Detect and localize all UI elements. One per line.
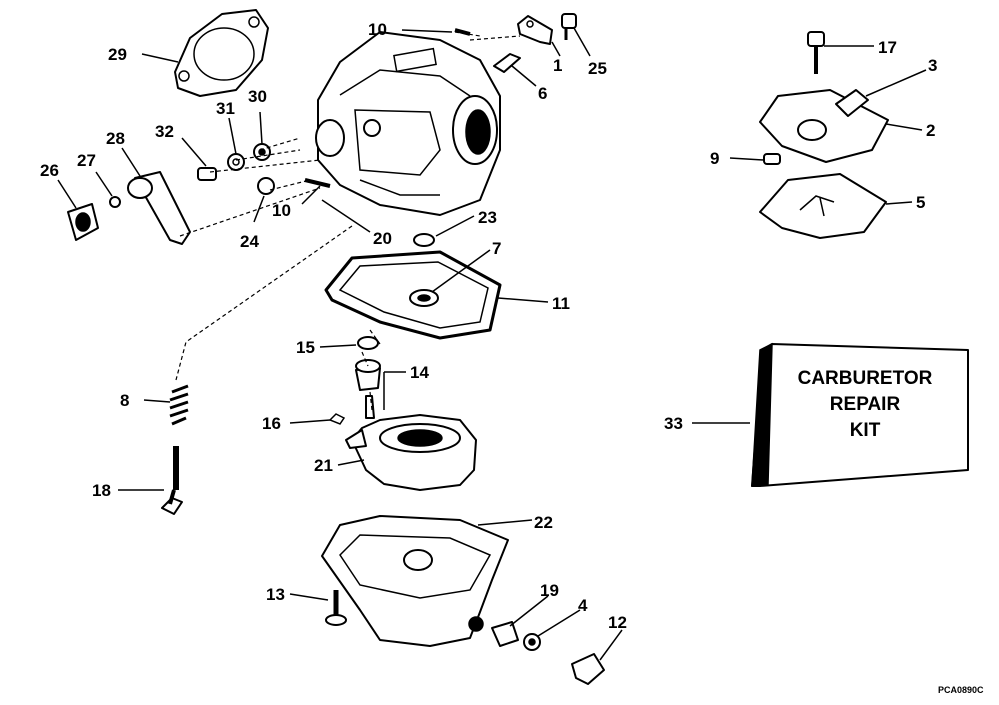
callout-29: 29: [108, 45, 127, 64]
callout-32: 32: [155, 122, 174, 141]
callout-3: 3: [928, 56, 937, 75]
callout-17: 17: [878, 38, 897, 57]
kit-label-line-1: CARBURETOR: [798, 368, 933, 389]
part-30-nut: [253, 143, 271, 161]
part-31-washer: [227, 153, 245, 171]
callout-2: 2: [926, 121, 935, 140]
part-27-ring: [109, 196, 121, 208]
part-14-needle-seat: [355, 359, 381, 419]
part-9-plug: [763, 153, 781, 165]
part-25-screw: [561, 13, 577, 40]
kit-label-line-3: KIT: [850, 420, 881, 441]
callout-4: 4: [578, 596, 588, 615]
drawing-code: PCA0890C: [938, 685, 984, 695]
kit-label-line-2: REPAIR: [830, 394, 901, 415]
callout-20: 20: [373, 229, 392, 248]
part-1-bracket: [517, 15, 553, 45]
part-13-screw: [325, 590, 347, 626]
part-22-float-bowl: [321, 515, 509, 647]
callout-15: 15: [296, 338, 315, 357]
part-19-plug: [491, 621, 519, 647]
callout-25: 25: [588, 59, 607, 78]
callout-33: 33: [664, 414, 683, 433]
callout-26: 26: [40, 161, 59, 180]
callout-1: 1: [553, 56, 562, 75]
part-10-pin-lower: [304, 178, 331, 188]
callout-21: 21: [314, 456, 333, 475]
part-32-screw: [197, 167, 217, 181]
part-15-washer: [357, 336, 379, 350]
callout-11: 11: [552, 294, 570, 313]
callout-23: 23: [478, 208, 497, 227]
part-23-plug: [413, 233, 435, 247]
callout-10b: 10: [272, 201, 291, 220]
callout-30: 30: [248, 87, 267, 106]
callout-31: 31: [216, 99, 235, 118]
part-16-pin: [328, 413, 346, 425]
callout-24: 24: [240, 232, 259, 251]
callout-6: 6: [538, 84, 547, 103]
part-3-fitting: [835, 89, 869, 117]
callout-labels: 10 1 25 6 29 31 30 32 28 27 26 10 24 20 …: [40, 20, 937, 632]
part-8-spring: [169, 384, 189, 426]
part-24-retainer: [257, 177, 275, 195]
part-18-idle-screw: [161, 446, 183, 515]
part-4-washer: [523, 633, 541, 651]
callout-18: 18: [92, 481, 111, 500]
part-29-flange-gasket: [174, 9, 269, 97]
callout-19: 19: [540, 581, 559, 600]
callout-10a: 10: [368, 20, 387, 39]
callout-8: 8: [120, 391, 129, 410]
callout-9: 9: [710, 149, 719, 168]
callout-16: 16: [262, 414, 281, 433]
part-33-carburetor-repair-kit: CARBURETOR REPAIR KIT: [751, 342, 969, 487]
part-11-bowl-gasket: [324, 250, 502, 340]
part-carburetor-body: [315, 31, 501, 216]
part-12-drain-screw: [571, 653, 605, 685]
callout-27: 27: [77, 151, 96, 170]
callout-22: 22: [534, 513, 553, 532]
part-17-screw: [807, 31, 825, 74]
part-26-knob: [67, 203, 99, 241]
callout-leaders: [57, 27, 927, 661]
part-5-gasket: [759, 173, 887, 239]
callout-28: 28: [106, 129, 125, 148]
part-2-cover: [759, 89, 889, 163]
callout-7: 7: [492, 239, 501, 258]
callout-14: 14: [410, 363, 429, 382]
part-28-throttle-lever: [127, 171, 191, 245]
callout-13: 13: [266, 585, 285, 604]
part-21-float: [345, 414, 477, 491]
part-6-needle: [493, 53, 521, 73]
assembly-guide-lines: [175, 31, 521, 411]
callout-5: 5: [916, 193, 925, 212]
part-10-pin-top: [454, 28, 471, 36]
callout-12: 12: [608, 613, 627, 632]
